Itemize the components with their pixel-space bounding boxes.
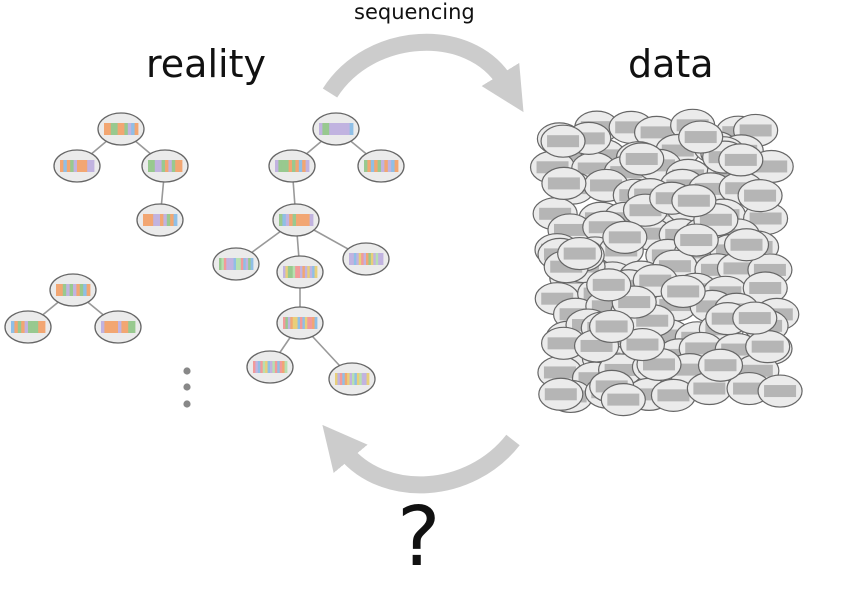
sequence-node (357, 149, 405, 183)
read-node (678, 120, 724, 154)
read-node (540, 124, 586, 158)
read-node (600, 383, 646, 417)
read-node (718, 143, 764, 177)
read-node (650, 378, 697, 412)
sequence-node (272, 203, 320, 237)
read-node (619, 327, 666, 362)
sequencing-label: sequencing (354, 0, 475, 24)
sequence-node (4, 310, 52, 344)
sequencing-arrow (322, 33, 524, 113)
sequence-node (53, 149, 101, 183)
read-pile (529, 108, 803, 417)
read-node (673, 223, 719, 257)
read-node (697, 348, 744, 382)
read-node (619, 142, 665, 176)
sequence-node (246, 350, 294, 384)
question-mark: ? (397, 490, 441, 585)
sequence-node (49, 273, 97, 307)
sequence-node (342, 242, 390, 276)
inference-arrow (322, 424, 520, 494)
read-node (634, 115, 680, 149)
read-node (586, 268, 632, 302)
data-title: data (628, 42, 714, 86)
read-node (732, 301, 778, 335)
sequence-node (268, 149, 316, 183)
sequence-node (212, 247, 260, 281)
sequence-node (94, 310, 142, 344)
read-node (589, 309, 635, 344)
sequence-node (328, 362, 376, 396)
sequence-node (312, 112, 360, 146)
read-node (538, 377, 584, 411)
sequence-node (97, 112, 145, 146)
tree-nodes (4, 112, 405, 396)
sequence-node (136, 203, 184, 237)
read-node (742, 271, 788, 305)
vertical-ellipsis (183, 367, 191, 408)
reality-title: reality (146, 42, 266, 86)
read-node (557, 236, 603, 271)
read-node (723, 228, 770, 262)
read-node (737, 179, 783, 213)
sequence-node (141, 149, 189, 183)
read-node (745, 330, 791, 364)
read-node (671, 184, 717, 218)
sequence-node (276, 306, 324, 340)
sequence-node (276, 255, 324, 289)
read-node (602, 220, 648, 254)
read-node (757, 374, 803, 408)
read-node (541, 166, 587, 201)
read-node (660, 274, 706, 309)
